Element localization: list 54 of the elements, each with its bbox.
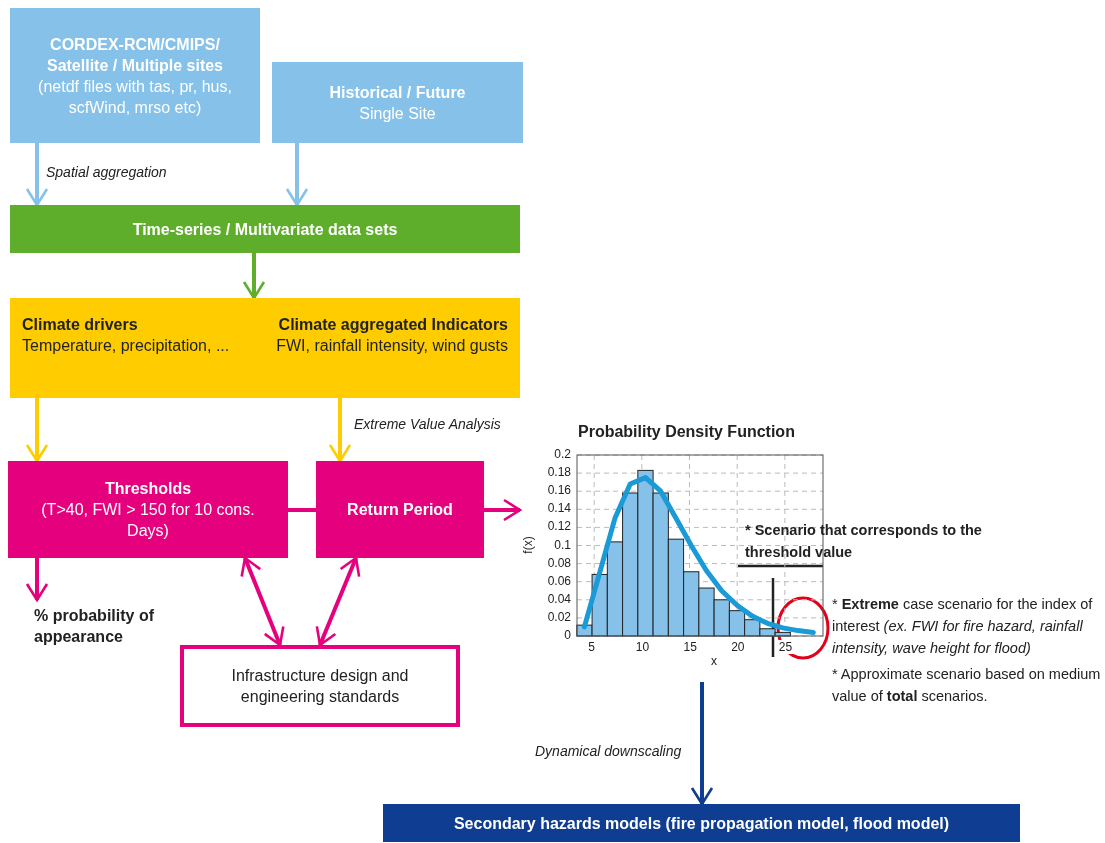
- arrow: [315, 556, 361, 647]
- box-heading: Return Period: [347, 500, 453, 520]
- box-heading: % probability of appearance: [34, 606, 155, 647]
- box-heading: Historical / Future: [329, 82, 466, 103]
- edge-label: Dynamical downscaling: [533, 743, 684, 759]
- process-box: [180, 645, 460, 727]
- box-text: (netdf files with tas, pr, hus, scfWind, mrso etc): [37, 76, 233, 118]
- arrow: [25, 558, 49, 602]
- process-box: [10, 8, 260, 143]
- arrow: [242, 253, 266, 300]
- chart-title: Probability Density Function: [577, 423, 796, 441]
- box-heading: Thresholds: [104, 479, 192, 499]
- tick-label: 0: [563, 628, 572, 642]
- tick-label: 10: [634, 640, 651, 654]
- process-box: [272, 62, 523, 143]
- box-text: Infrastructure design and engineering standards: [230, 666, 410, 707]
- tick-label: 0.08: [546, 555, 572, 570]
- tick-label: 5: [587, 640, 596, 654]
- process-box: [316, 461, 484, 558]
- box-heading: Climate drivers: [22, 315, 139, 335]
- arrow: [25, 143, 49, 207]
- box-heading: Secondary hazards models (fire propagation model, flood model): [453, 813, 950, 834]
- box-heading: Time-series / Multivariate data sets: [132, 219, 398, 240]
- annotation-note: * Scenario that corresponds to the threshold value: [745, 521, 983, 562]
- arrow: [690, 682, 714, 806]
- tick-label: 0.02: [546, 609, 572, 624]
- box-text: Temperature, precipitation, ...: [22, 336, 231, 356]
- process-box: [10, 298, 520, 398]
- arrow: [240, 556, 285, 647]
- box-text: FWI, rainfall intensity, wind gusts: [275, 336, 508, 356]
- tick-label: 25: [777, 640, 794, 654]
- box-text: (T>40, FWI > 150 for 10 cons. Days): [40, 500, 256, 541]
- arrow: [328, 398, 352, 463]
- annotation-note: * Approximate scenario based on medium value of total scenarios.: [832, 665, 1102, 706]
- connector-line: [288, 508, 316, 512]
- arrow: [285, 143, 309, 207]
- tick-label: 20: [730, 640, 746, 654]
- tick-label: 15: [682, 640, 698, 654]
- process-box: [8, 461, 288, 558]
- box-text: Single Site: [359, 103, 436, 124]
- arrow: [25, 398, 49, 463]
- tick-label: 0.04: [546, 591, 572, 606]
- tick-label: 0.1: [553, 537, 572, 552]
- annotation-note: *Extreme case scenario for the index of interest (ex. FWI for fire hazard, rainfall intensity, wave height for flood): [832, 595, 1094, 658]
- process-box: [10, 205, 520, 253]
- process-box: [383, 804, 1020, 842]
- box-heading: Climate aggregated Indicators: [277, 315, 508, 335]
- tick-label: 0.06: [546, 573, 572, 588]
- axis-label: f(x): [520, 534, 535, 555]
- box-heading: CORDEX-RCM/CMIPS/ Satellite / Multiple sites: [45, 34, 224, 76]
- edge-label: Extreme Value Analysis: [352, 416, 503, 432]
- edge-label: Spatial aggregation: [44, 164, 169, 180]
- tick-label: 0.2: [553, 447, 572, 461]
- arrow: [484, 498, 522, 522]
